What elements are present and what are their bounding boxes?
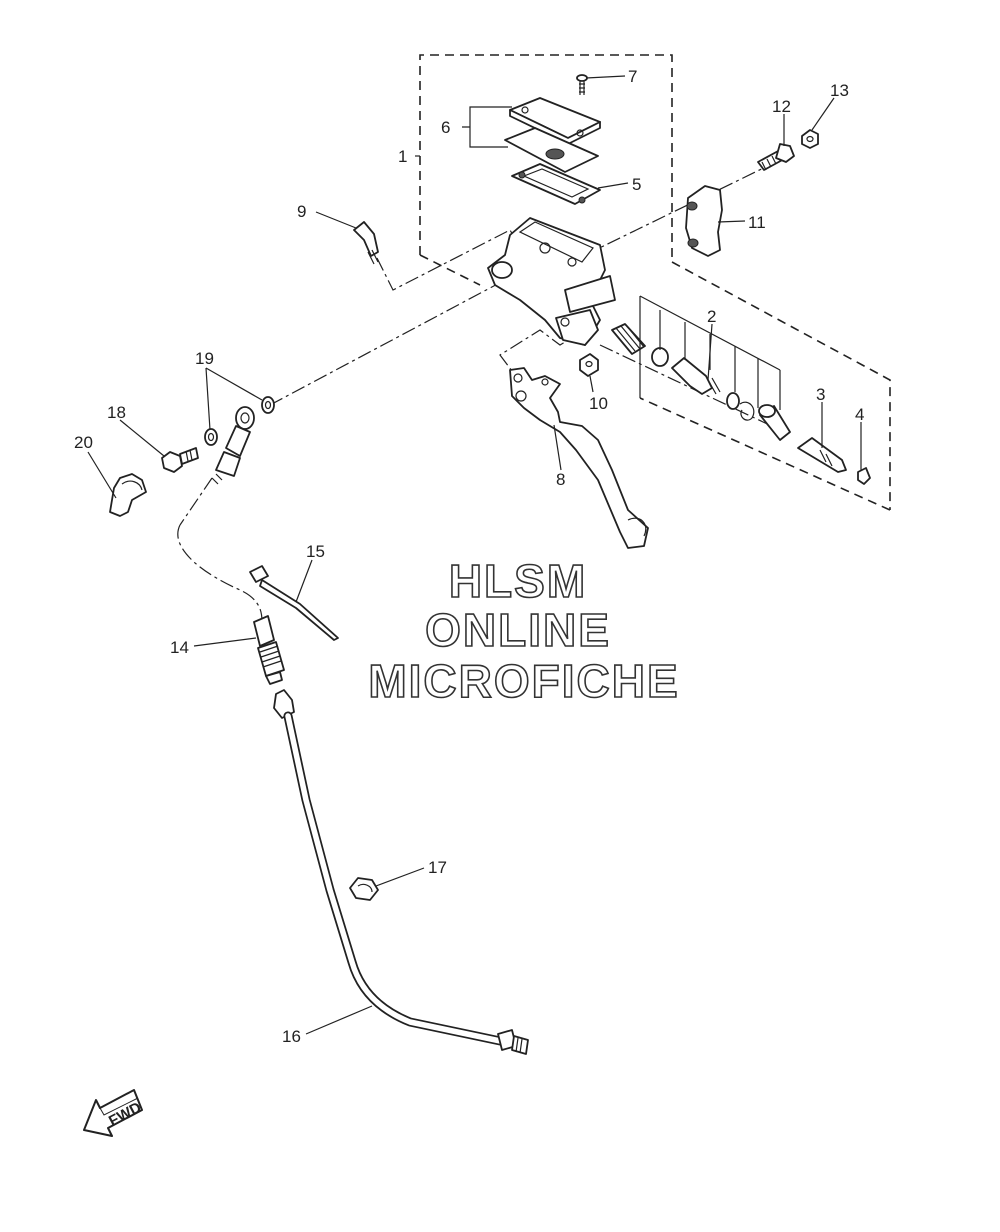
leader-lines	[87, 75, 862, 1035]
callout-18: 18	[107, 403, 126, 422]
watermark: HLSM ONLINE MICROFICHE	[368, 554, 679, 708]
switch-part-14	[253, 615, 285, 685]
screw-part-7	[576, 74, 588, 95]
cap-part-4	[857, 467, 871, 485]
cable-tie-part-15	[249, 565, 339, 641]
hose-fitting-upper	[211, 406, 255, 485]
callout-2: 2	[707, 307, 716, 326]
fwd-arrow-icon: FWD	[83, 1089, 144, 1137]
callout-11: 11	[748, 213, 766, 232]
callout-6: 6	[441, 118, 450, 137]
nut-part-10	[579, 353, 599, 377]
bolt-part-12	[757, 143, 795, 171]
piston-kit-part-2	[611, 323, 791, 441]
master-cylinder-body	[487, 217, 616, 346]
callout-4: 4	[855, 405, 864, 424]
washer-part-19-lower	[204, 428, 218, 446]
cap-part-20	[109, 473, 147, 517]
push-rod-part-3	[797, 437, 847, 473]
assembly-2-boundary	[639, 261, 891, 511]
callout-1: 1	[398, 147, 407, 166]
reservoir-cap-part-6	[504, 97, 601, 173]
watermark-line-1: HLSM	[449, 555, 587, 607]
callout-12: 12	[772, 97, 791, 116]
callout-labels: 1 2 3 4 5 6 7 8 9 10 11 12 13 14 15 16 1…	[74, 67, 864, 1046]
callout-13: 13	[830, 81, 849, 100]
callout-7: 7	[628, 67, 637, 86]
nut-part-13	[801, 129, 819, 149]
callout-3: 3	[816, 385, 825, 404]
lever-part-8	[509, 367, 649, 549]
callout-10: 10	[589, 394, 608, 413]
callout-17: 17	[428, 858, 447, 877]
callout-20: 20	[74, 433, 93, 452]
assembly-1-boundary	[419, 54, 673, 286]
callout-9: 9	[297, 202, 306, 221]
clamp-part-17	[349, 877, 379, 901]
union-bolt-part-9	[353, 221, 379, 265]
holder-part-11	[685, 185, 723, 257]
washer-part-19-upper	[261, 396, 275, 414]
callout-14: 14	[170, 638, 189, 657]
callout-16: 16	[282, 1027, 301, 1046]
assembly-centerlines	[177, 159, 781, 623]
watermark-line-2: ONLINE	[425, 604, 611, 656]
callout-5: 5	[632, 175, 641, 194]
watermark-line-3: MICROFICHE	[368, 655, 679, 707]
bolt-part-18	[161, 447, 199, 473]
callout-15: 15	[306, 542, 325, 561]
callout-19: 19	[195, 349, 214, 368]
brake-hose-part-16	[273, 689, 529, 1055]
diaphragm-part-5	[511, 163, 601, 205]
callout-8: 8	[556, 470, 565, 489]
